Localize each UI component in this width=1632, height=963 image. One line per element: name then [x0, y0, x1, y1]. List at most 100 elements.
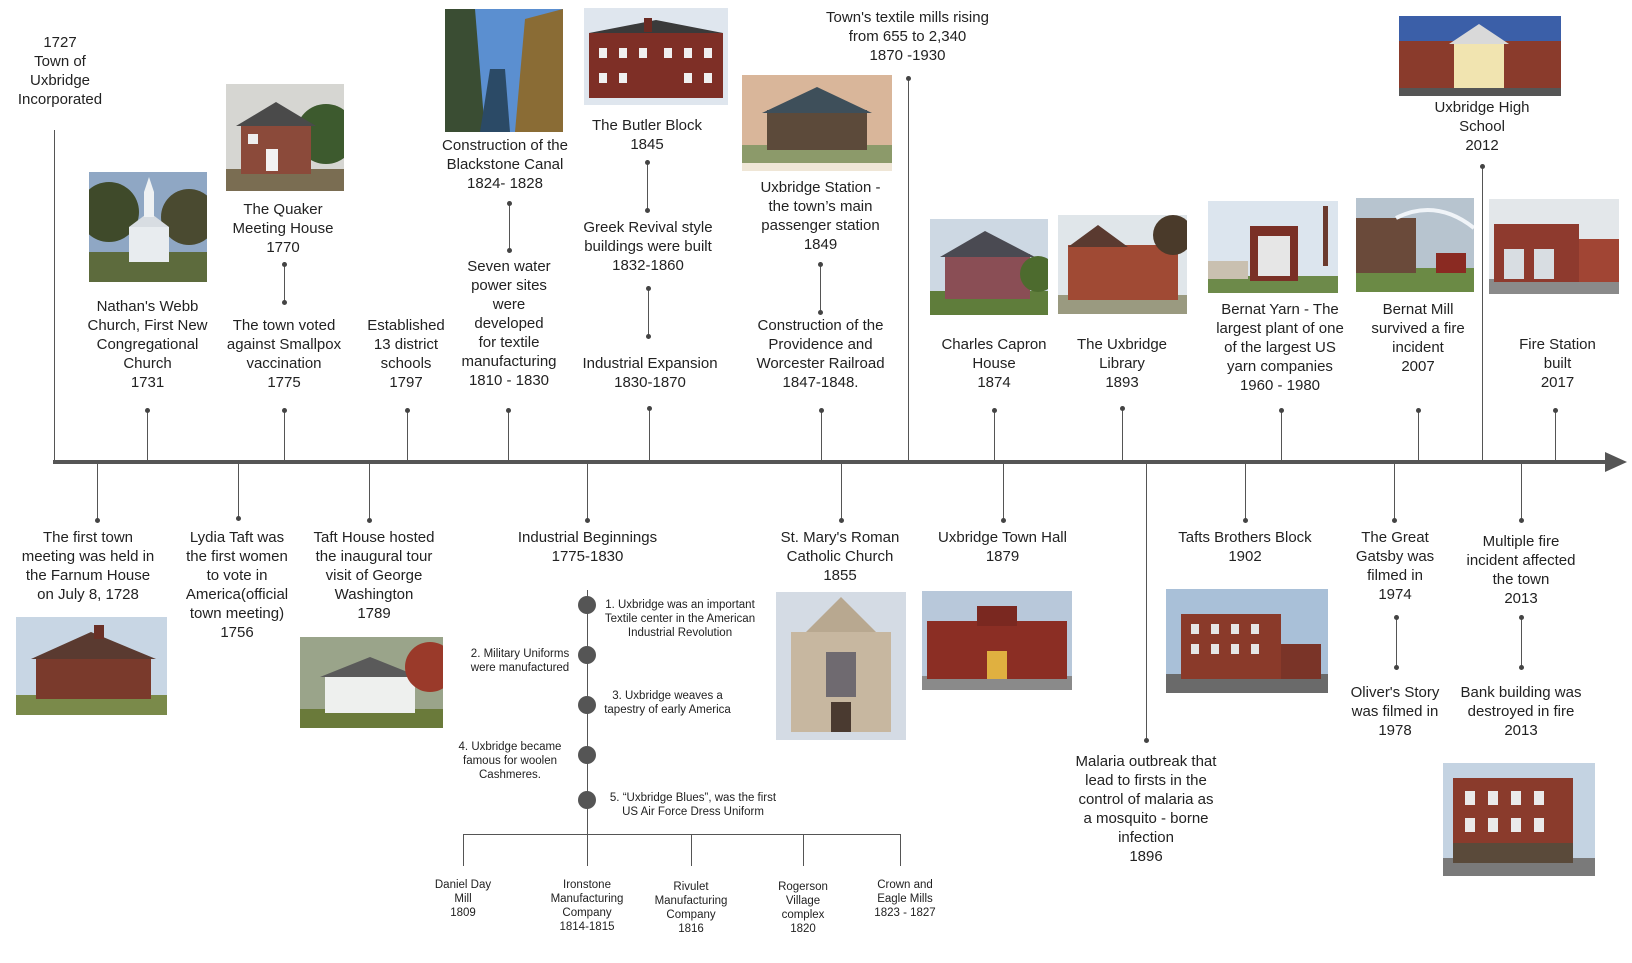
photo-taft-house	[300, 637, 443, 728]
event-1775-industrial: Industrial Beginnings 1775-1830	[500, 528, 675, 566]
fact-2: 2. Military Uniforms were manufactured	[455, 647, 585, 675]
connector-dot	[145, 408, 150, 413]
connector-dot	[992, 408, 997, 413]
connector-1974	[1394, 462, 1395, 520]
connector-1847	[821, 410, 822, 462]
connector-dot	[1394, 665, 1399, 670]
connector-dot	[1144, 738, 1149, 743]
mill-tick	[803, 834, 804, 866]
fact-dot-4	[578, 746, 596, 764]
event-2013-fires: Multiple fire incident affected the town…	[1450, 532, 1592, 608]
fact-3: 3. Uxbridge weaves a tapestry of early A…	[595, 689, 740, 717]
connector-dot	[818, 262, 823, 267]
photo-high-school	[1399, 16, 1561, 96]
connector-1896	[1146, 462, 1147, 740]
connector-1879	[1003, 462, 1004, 520]
connector-1789	[369, 462, 370, 520]
photo-butler-block	[584, 8, 728, 105]
connector-dot	[646, 286, 651, 291]
mill-tick	[463, 834, 464, 866]
connector-1893	[1122, 408, 1123, 462]
event-1845: The Butler Block 1845	[572, 116, 722, 154]
connector-dot	[585, 518, 590, 523]
connector-dot	[95, 518, 100, 523]
connector-dot	[1519, 665, 1524, 670]
event-1896: Malaria outbreak that lead to firsts in …	[1060, 752, 1232, 866]
event-1830: Industrial Expansion 1830-1870	[565, 354, 735, 392]
photo-bank-building	[1443, 763, 1595, 876]
connector-1797	[407, 410, 408, 462]
event-1849: Uxbridge Station - the town’s main passe…	[738, 178, 903, 254]
connector-1830	[649, 408, 650, 462]
connector-dot	[282, 408, 287, 413]
connector-1870	[908, 78, 909, 462]
connector-dot	[839, 518, 844, 523]
connector-dot	[1553, 408, 1558, 413]
event-1770: The Quaker Meeting House 1770	[218, 200, 348, 257]
connector-dot	[818, 310, 823, 315]
event-1810: Seven water power sites were developed f…	[450, 257, 568, 390]
connector-2013-bank	[1521, 617, 1522, 667]
connector-dot	[1394, 615, 1399, 620]
mill-crown-eagle: Crown and Eagle Mills 1823 - 1827	[862, 878, 948, 920]
connector-2017	[1555, 410, 1556, 462]
event-1874: Charles Capron House 1874	[924, 335, 1064, 392]
photo-fire-station	[1489, 199, 1619, 294]
connector-dot	[1243, 518, 1248, 523]
event-1893: The Uxbridge Library 1893	[1052, 335, 1192, 392]
photo-st-marys-church	[776, 592, 906, 740]
connector-1731	[147, 410, 148, 462]
connector-dot	[645, 208, 650, 213]
connector-1845-1832	[647, 160, 648, 210]
mill-ironstone: Ironstone Manufacturing Company 1814-181…	[535, 878, 639, 934]
connector-dot	[507, 248, 512, 253]
connector-dot	[282, 262, 287, 267]
photo-uxbridge-station	[742, 75, 892, 171]
connector-1849-1847	[820, 262, 821, 312]
connector-1874	[994, 410, 995, 462]
connector-dot	[1416, 408, 1421, 413]
mill-daniel-day: Daniel Day Mill 1809	[428, 878, 498, 920]
photo-quaker-meeting-house	[226, 84, 344, 191]
event-1728: The first town meeting was held in the F…	[8, 528, 168, 604]
fact-dot-1	[578, 596, 596, 614]
fact-4: 4. Uxbridge became famous for woolen Cas…	[450, 740, 570, 782]
event-1879: Uxbridge Town Hall 1879	[925, 528, 1080, 566]
event-1974: The Great Gatsby was filmed in 1974	[1340, 528, 1450, 604]
mill-tick	[691, 834, 692, 866]
event-1756: Lydia Taft was the first women to vote i…	[172, 528, 302, 642]
connector-1770-1775	[284, 262, 285, 302]
connector-dot	[1519, 615, 1524, 620]
connector-1810	[508, 410, 509, 462]
event-1775-smallpox: The town voted against Smallpox vaccinat…	[214, 316, 354, 392]
photo-farnum-house	[16, 617, 167, 715]
photo-bernat-yarn	[1208, 201, 1338, 293]
photo-church	[89, 172, 207, 282]
event-1731: Nathan's Webb Church, First New Congrega…	[75, 297, 220, 392]
mill-rivulet: Rivulet Manufacturing Company 1816	[639, 880, 743, 936]
timeline-axis	[53, 460, 1613, 464]
event-2012: Uxbridge High School 2012	[1412, 98, 1552, 155]
connector-1775	[284, 410, 285, 462]
connector-dot	[236, 516, 241, 521]
event-1847: Construction of the Providence and Worce…	[738, 316, 903, 392]
event-1870: Town's textile mills rising from 655 to …	[800, 8, 1015, 65]
connector-dot	[1480, 164, 1485, 169]
connector-dot	[646, 334, 651, 339]
mills-bracket	[463, 834, 901, 835]
connector-1728	[97, 462, 98, 520]
connector-1824-1810	[509, 203, 510, 250]
event-1824: Construction of the Blackstone Canal 182…	[430, 136, 580, 193]
connector-dot	[647, 406, 652, 411]
connector-2013	[1521, 462, 1522, 520]
connector-dot	[1519, 518, 1524, 523]
event-2013-bank: Bank building was destroyed in fire 2013	[1447, 683, 1595, 740]
mill-tick	[587, 834, 588, 866]
connector-dot	[282, 300, 287, 305]
connector-1756	[238, 462, 239, 518]
event-1832: Greek Revival style buildings were built…	[565, 218, 731, 275]
connector-dot	[906, 76, 911, 81]
connector-dot	[1120, 406, 1125, 411]
connector-1855	[841, 462, 842, 520]
connector-dot	[405, 408, 410, 413]
